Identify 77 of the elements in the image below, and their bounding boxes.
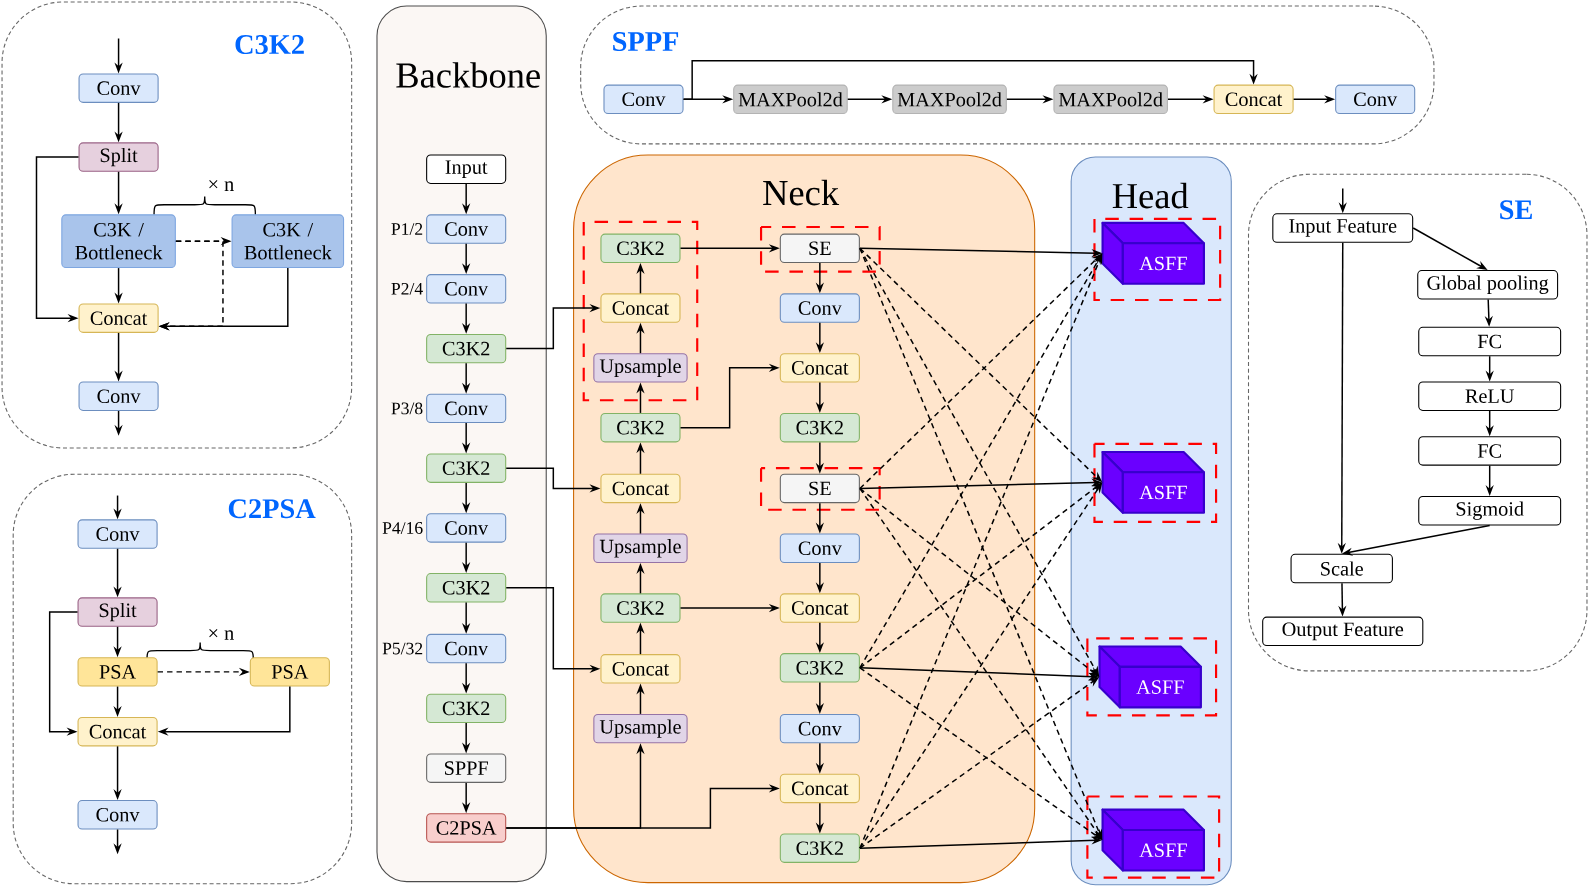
cube: ASFF [1101, 808, 1205, 872]
process-box: FC [1418, 326, 1562, 357]
layer-box: C3K2 [426, 693, 507, 724]
layer-box: MAXPool2d [892, 84, 1007, 115]
layer-label: P1/2 [391, 223, 423, 236]
layer-box: Conv [426, 214, 507, 244]
process-box: Input Feature [1272, 213, 1414, 243]
panel-title: Head [1112, 182, 1189, 209]
layer-box: Concat [600, 473, 681, 504]
layer-box: Conv [426, 513, 507, 543]
layer-box: C3K2 [426, 573, 507, 603]
arrow [682, 60, 1258, 101]
process-box: Sigmoid [1418, 496, 1562, 526]
layer-box: SE [779, 233, 860, 264]
cube: ASFF [1101, 451, 1205, 514]
layer-box: Upsample [593, 533, 688, 564]
layer-box: C3K2 [600, 233, 681, 264]
layer-box: MAXPool2d [733, 84, 848, 115]
layer-box: Conv [779, 533, 860, 564]
cube: ASFF [1098, 645, 1202, 709]
layer-box: Conv [426, 393, 507, 424]
layer-box: PSA [249, 657, 330, 687]
layer-box: C3K2 [779, 413, 860, 443]
panel-title: Backbone [396, 62, 540, 88]
layer-box: C3K2 [779, 833, 860, 864]
panel-title: Neck [763, 179, 840, 206]
layer-box: Conv [426, 634, 507, 664]
layer-box: MAXPool2d [1053, 84, 1168, 115]
layer-box: C3K2 [426, 453, 507, 484]
layer-box: Concat [779, 593, 860, 623]
layer-box: C3K2 [600, 593, 681, 623]
layer-box: C3K / Bottleneck [231, 214, 345, 269]
process-box: ReLU [1418, 381, 1562, 412]
panel-title: C2PSA [228, 499, 316, 519]
layer-box: SE [779, 473, 860, 504]
layer-box: Conv [1335, 84, 1416, 115]
layer-box: Concat [78, 303, 159, 334]
process-box: Global pooling [1417, 270, 1559, 300]
process-box: FC [1418, 436, 1562, 466]
repeat-label: × n [209, 180, 234, 192]
layer-box: Conv [78, 73, 159, 104]
panel-title: SPPF [613, 32, 679, 52]
repeat-label: × n [209, 629, 234, 640]
layer-box: Conv [779, 293, 860, 323]
panel-title: C3K2 [235, 35, 304, 55]
process-box: Output Feature [1262, 616, 1424, 647]
layer-box: C3K2 [426, 334, 507, 364]
layer-box: Conv [78, 381, 159, 412]
layer-label: P3/8 [391, 402, 423, 415]
layer-box: Upsample [593, 353, 688, 383]
layer-box: SPPF [426, 753, 507, 783]
layer-box: Upsample [593, 714, 688, 744]
layer-box: C3K2 [779, 653, 860, 683]
layer-box: Concat [600, 654, 681, 684]
layer-box: C2PSA [426, 813, 507, 843]
layer-box: Conv [426, 274, 507, 304]
panel-title: SE [1500, 200, 1532, 220]
layer-box: Conv [77, 519, 158, 549]
layer-box: Concat [779, 773, 860, 804]
layer-box: Split [78, 142, 159, 172]
layer-box: PSA [77, 657, 158, 687]
layer-box: Conv [779, 714, 860, 744]
layer-box: Concat [77, 717, 158, 747]
layer-label: P5/32 [382, 642, 423, 655]
layer-box: C3K2 [600, 413, 681, 443]
layer-label: P4/16 [382, 522, 423, 534]
process-box: Scale [1290, 553, 1393, 584]
layer-box: Concat [1213, 84, 1294, 115]
layer-box: Input [426, 154, 507, 185]
layer-box: Conv [77, 800, 158, 830]
layer-label: P2/4 [391, 283, 423, 295]
layer-box: Concat [600, 293, 681, 323]
cube: ASFF [1101, 222, 1205, 285]
layer-box: C3K / Bottleneck [61, 214, 176, 269]
layer-box: Concat [779, 353, 860, 383]
layer-box: Conv [603, 84, 684, 115]
layer-box: Split [77, 597, 158, 627]
